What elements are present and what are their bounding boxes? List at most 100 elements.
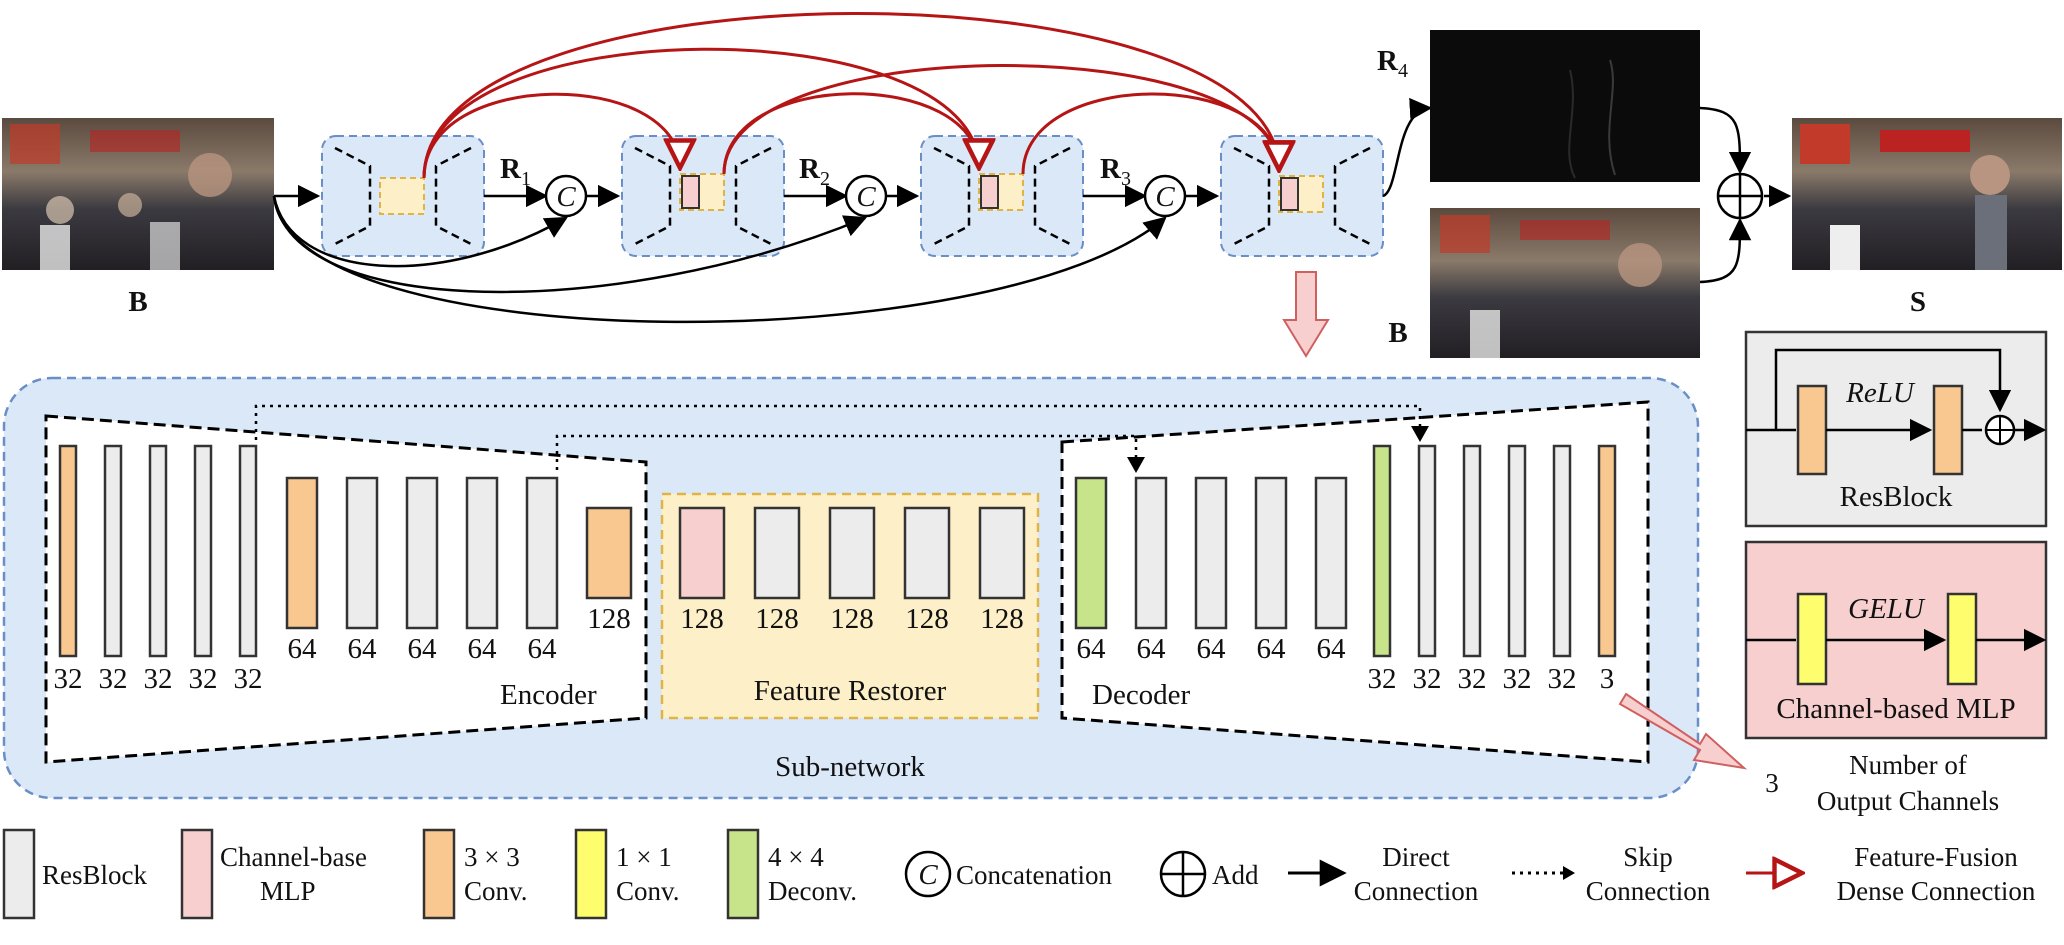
input-label: B [128, 286, 147, 318]
subnetwork-title: Sub-network [775, 751, 925, 783]
svg-text:128: 128 [587, 603, 631, 635]
zoom-arrow-down [1282, 271, 1330, 358]
mlp-activation: GELU [1848, 593, 1926, 625]
svg-text:64: 64 [288, 633, 318, 665]
legend-conv3-line2: Conv. [464, 876, 528, 906]
mlp-panel-title: Channel-based MLP [1776, 693, 2015, 725]
legend-skip-line2: Connection [1586, 876, 1711, 906]
svg-text:64: 64 [468, 633, 498, 665]
r3-label: R3 [1100, 153, 1131, 190]
legend-skip-line1: Skip [1623, 842, 1673, 872]
legend: ResBlock Channel-base MLP 3 × 3 Conv. 1 … [2, 828, 2036, 920]
resblock-panel-title: ResBlock [1840, 481, 1953, 513]
svg-text:32: 32 [234, 663, 263, 695]
r2-label: R2 [799, 153, 830, 190]
svg-text:64: 64 [1197, 633, 1227, 665]
legend-concat-icon [904, 850, 952, 898]
svg-text:32: 32 [1413, 663, 1442, 695]
svg-text:32: 32 [1503, 663, 1532, 695]
legend-conv1-line2: Conv. [616, 876, 680, 906]
decoder-blocks [1074, 444, 1617, 658]
direct-connections-top [272, 97, 1792, 324]
concat-node-3: C [1143, 174, 1187, 218]
legend-concat-label: Concatenation [956, 860, 1112, 890]
decoder-channel-labels: 64 64 64 64 64 32 32 32 32 32 3 [1077, 633, 1615, 695]
svg-text:64: 64 [1317, 633, 1347, 665]
legend-mlp-line2: MLP [260, 876, 316, 906]
restorer-blocks [678, 506, 1026, 600]
skip-b-label: B [1388, 317, 1407, 349]
resblock-activation: ReLU [1845, 377, 1916, 409]
svg-text:64: 64 [528, 633, 558, 665]
svg-text:64: 64 [1077, 633, 1107, 665]
svg-text:32: 32 [54, 663, 83, 695]
legend-resblock-label: ResBlock [42, 860, 147, 890]
restorer-channel-labels: 128 128 128 128 128 [680, 603, 1024, 635]
svg-text:128: 128 [680, 603, 724, 635]
legend-deconv-line1: 4 × 4 [768, 842, 824, 872]
legend-conv1-line1: 1 × 1 [616, 842, 672, 872]
input-image-blurry [2, 118, 274, 270]
encoder-channel-labels: 32 32 32 32 32 64 64 64 64 64 128 [54, 603, 631, 695]
mlp-panel [1744, 540, 2048, 740]
svg-text:128: 128 [830, 603, 874, 635]
skip-input-image [1430, 208, 1700, 358]
svg-text:64: 64 [408, 633, 438, 665]
svg-text:64: 64 [1137, 633, 1167, 665]
decoder-label: Decoder [1092, 679, 1191, 711]
stage-1 [321, 135, 485, 257]
skip-connections [254, 404, 1422, 470]
legend-direct-line2: Connection [1354, 876, 1479, 906]
svg-text:128: 128 [980, 603, 1024, 635]
legend-dense-line2: Dense Connection [1837, 876, 2036, 906]
add-node [1716, 172, 1764, 220]
stage-4 [1220, 135, 1384, 257]
svg-text:32: 32 [1368, 663, 1397, 695]
dense-connections [422, 12, 1279, 179]
legend-add-icon [1159, 850, 1207, 898]
output-label: S [1910, 286, 1926, 318]
legend-deconv-line2: Deconv. [768, 876, 857, 906]
svg-text:C: C [556, 181, 576, 213]
svg-text:64: 64 [1257, 633, 1287, 665]
r4-label: R4 [1377, 45, 1408, 82]
svg-text:32: 32 [144, 663, 173, 695]
output-note-line1: Number of [1849, 750, 1967, 780]
svg-text:3: 3 [1600, 663, 1615, 695]
legend-mlp-swatch [180, 828, 214, 920]
concat-node-2: C [844, 174, 888, 218]
svg-text:32: 32 [189, 663, 218, 695]
legend-mlp-line1: Channel-base [220, 842, 367, 872]
svg-text:128: 128 [755, 603, 799, 635]
svg-text:C: C [1155, 181, 1175, 213]
concat-node-1: C [544, 174, 588, 218]
svg-text:128: 128 [905, 603, 949, 635]
encoder-label: Encoder [500, 679, 597, 711]
svg-text:64: 64 [348, 633, 378, 665]
legend-add-label: Add [1212, 860, 1259, 890]
svg-text:C: C [856, 181, 876, 213]
residual-image [1430, 30, 1700, 182]
legend-conv3-line1: 3 × 3 [464, 842, 520, 872]
output-note-arrow [1618, 692, 1748, 770]
legend-conv1-swatch [574, 828, 608, 920]
output-note-value: 3 [1765, 768, 1779, 798]
encoder-blocks [58, 444, 633, 658]
output-note-line2: Output Channels [1817, 786, 1999, 816]
svg-text:32: 32 [1548, 663, 1577, 695]
legend-deconv-swatch [726, 828, 760, 920]
svg-text:C: C [918, 859, 938, 891]
svg-text:32: 32 [99, 663, 128, 695]
legend-dense-line1: Feature-Fusion [1854, 842, 2018, 872]
legend-conv3-swatch [422, 828, 456, 920]
stage-3 [920, 135, 1084, 257]
output-image-sharp [1792, 118, 2062, 270]
legend-direct-line1: Direct [1382, 842, 1450, 872]
resblock-panel [1744, 330, 2048, 528]
skip-arrowhead-1 [1411, 426, 1429, 442]
svg-text:32: 32 [1458, 663, 1487, 695]
legend-resblock-swatch [2, 828, 36, 920]
skip-arrowhead-2 [1127, 457, 1145, 473]
r1-label: R1 [500, 153, 531, 190]
